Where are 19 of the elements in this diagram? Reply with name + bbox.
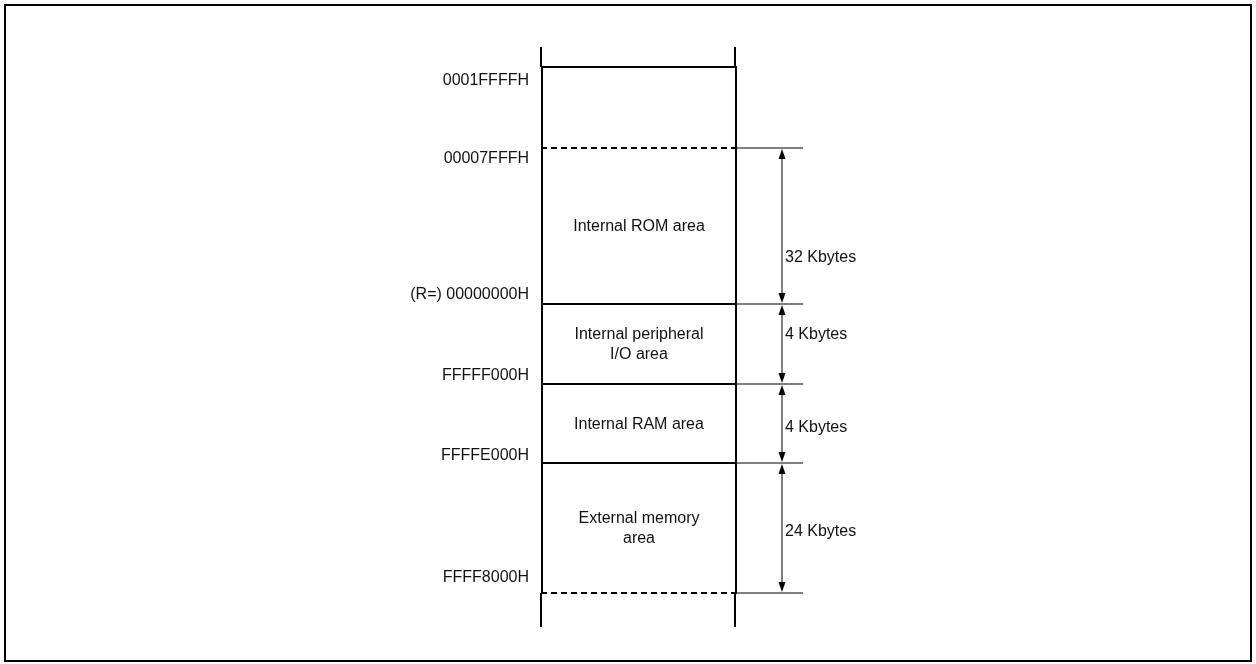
memory-area (541, 303, 737, 383)
memory-area (541, 462, 737, 594)
area-label: External memory area (577, 508, 701, 548)
size-label: 24 Kbytes (785, 522, 857, 540)
address-label: FFFFF000H (441, 366, 529, 384)
address-label: 0001FFFFH (442, 71, 529, 89)
area-label: Internal peripheral I/O area (573, 324, 705, 364)
size-label: 4 Kbytes (785, 418, 848, 436)
address-label: (R=) 00000000H (410, 285, 529, 303)
memory-area (541, 383, 737, 462)
address-label: 00007FFFH (443, 149, 529, 167)
memory-area (541, 66, 737, 147)
address-label: FFFFE000H (441, 446, 529, 464)
address-label: FFFF8000H (442, 568, 529, 586)
size-label: 32 Kbytes (785, 248, 857, 266)
memory-area (541, 147, 737, 303)
area-label: Internal ROM area (573, 216, 705, 236)
area-label: Internal RAM area (574, 413, 704, 434)
size-label: 4 Kbytes (785, 325, 848, 343)
